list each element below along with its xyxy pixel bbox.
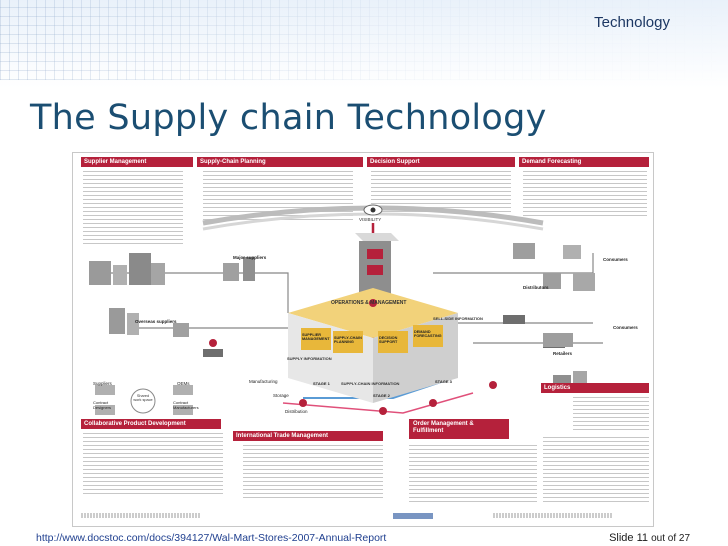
slide-title: The Supply chain Technology — [30, 98, 547, 138]
header-band — [0, 0, 728, 88]
label-distribution: Distribution — [285, 409, 308, 414]
label-suppliers: Suppliers — [93, 381, 112, 386]
slide-counter: Slide 11 out of 27 — [609, 532, 690, 544]
label-oems: OEMs — [177, 381, 190, 386]
header-supplier-management: Supplier Management — [81, 157, 193, 167]
label-shared-workspace: Shared work space — [133, 394, 153, 402]
slide-total: out of 27 — [651, 533, 690, 544]
label-retailers: Retailers — [553, 351, 573, 356]
label-overseas-suppliers: Overseas suppliers — [135, 319, 177, 324]
label-stage-3: STAGE 3 — [435, 379, 452, 384]
label-box-decision: DECISION SUPPORT — [379, 336, 398, 344]
text-collaborative — [83, 433, 223, 497]
label-stage-2: STAGE 2 — [373, 393, 390, 398]
header-international-trade: International Trade Management — [233, 431, 383, 441]
header-decision-support: Decision Support — [367, 157, 515, 167]
header-collaborative-product-development: Collaborative Product Development — [81, 419, 221, 429]
text-supplier-management — [83, 171, 183, 247]
footnote-subscribe — [493, 513, 613, 518]
source-link[interactable]: http://www.docstoc.com/docs/394127/Wal-M… — [36, 532, 387, 544]
header-logistics: Logistics — [541, 383, 649, 393]
label-sell-side-info: SELL-SIDE INFORMATION — [433, 316, 483, 321]
slide-number: 11 — [636, 532, 649, 544]
label-contract-manufacturers: Contract Manufacturers — [173, 400, 199, 410]
label-visibility: VISIBILITY — [359, 217, 382, 222]
label-stage-1: STAGE 1 — [313, 381, 330, 386]
header-grid-pattern — [0, 0, 728, 80]
text-order-management — [409, 445, 537, 503]
label-supply-chain-info: SUPPLY-CHAIN INFORMATION — [341, 381, 400, 386]
header-supply-chain-planning: Supply-Chain Planning — [197, 157, 363, 167]
label-box-supplier-mgmt: SUPPLIER MANAGEMENT — [302, 333, 330, 341]
label-consumers-top: Consumers — [603, 257, 628, 262]
label-contract-designers: Contract Designers — [93, 400, 112, 410]
supply-chain-infographic: Supplier Management Supply-Chain Plannin… — [72, 152, 654, 527]
slide-label: Slide — [609, 532, 634, 544]
label-ops-management: OPERATIONS & MANAGEMENT — [331, 300, 407, 306]
text-logistics-intro — [573, 397, 649, 431]
footnote-source — [81, 513, 201, 518]
supply-chain-diagram — [89, 204, 603, 415]
label-major-suppliers: Major suppliers — [233, 255, 267, 260]
category-label: Technology — [594, 14, 670, 31]
text-demand-forecasting — [523, 171, 647, 219]
label-box-demand: DEMAND FORECASTING — [414, 330, 442, 338]
header-demand-forecasting: Demand Forecasting — [519, 157, 649, 167]
header-order-management: Order Management & Fulfillment — [409, 419, 509, 439]
label-storage: Storage — [273, 393, 289, 398]
text-logistics-detail — [543, 437, 649, 503]
text-international — [243, 445, 383, 501]
label-distributors: Distributors — [523, 285, 549, 290]
label-supply-info: SUPPLY INFORMATION — [287, 356, 332, 361]
sponsor-logo — [393, 513, 433, 519]
label-consumers-mid: Consumers — [613, 325, 638, 330]
label-box-supply-chain: SUPPLY-CHAIN PLANNING — [334, 336, 362, 344]
label-manufacturing: Manufacturing — [249, 379, 278, 384]
